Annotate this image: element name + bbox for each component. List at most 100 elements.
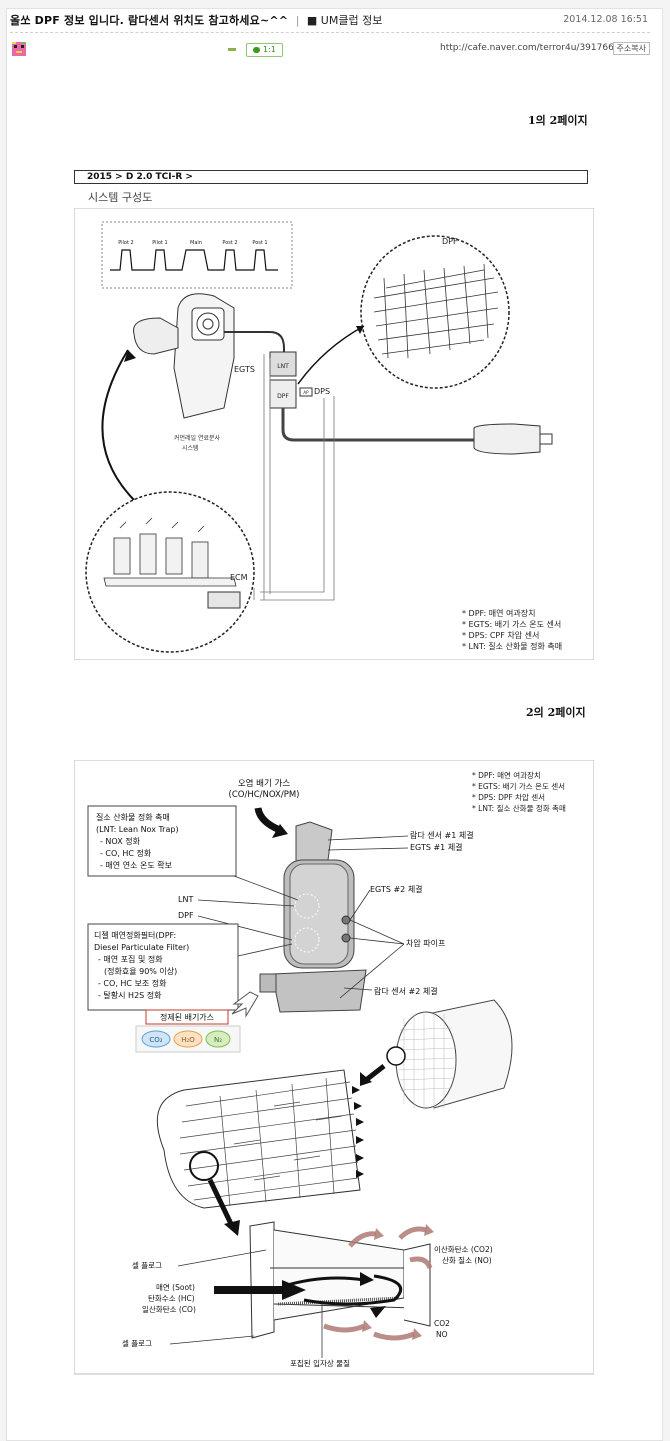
dpf-honeycomb bbox=[373, 263, 499, 359]
pulse-label-pilot1: Pilot 1 bbox=[152, 240, 167, 246]
arrow-to-dpf-zoom bbox=[297, 325, 365, 385]
dpf-info-2: Diesel Particulate Filter) bbox=[94, 943, 189, 952]
note-egts: * EGTS: 배기 가스 온도 센서 bbox=[462, 620, 562, 629]
lambda2-label: 람다 센서 #2 체결 bbox=[374, 986, 438, 996]
system-diagram-title: 시스템 구성도 bbox=[88, 191, 153, 204]
hc-label: 탄화수소 (HC) bbox=[148, 1293, 195, 1303]
dpf-zoom-circle bbox=[360, 235, 510, 389]
co2-chip bbox=[141, 1030, 171, 1048]
dps-label: DPS bbox=[314, 387, 330, 396]
injection-pulse-waveform bbox=[110, 249, 278, 271]
lnt-info-5: - 매연 연소 온도 확보 bbox=[100, 860, 172, 870]
dpf-info-4: (정화효율 90% 이상) bbox=[104, 966, 177, 976]
note2-dpf: * DPF: 매연 여과장치 bbox=[472, 770, 541, 780]
pulse-label-pilot2: Pilot 2 bbox=[118, 240, 133, 246]
muffler bbox=[473, 423, 541, 455]
copy-address-button[interactable]: 주소복사 bbox=[612, 42, 650, 55]
page1-notes: * DPF: 매연 여과장치 * EGTS: 배기 가스 온도 센서 * DPS… bbox=[462, 608, 562, 652]
pressure-pipe-label: 차압 파이프 bbox=[406, 938, 445, 948]
comment-count: 1:1 bbox=[263, 45, 276, 54]
post-url[interactable]: http://cafe.naver.com/terror4u/391766 bbox=[440, 43, 614, 53]
arrow-injectors-to-engine bbox=[101, 349, 135, 501]
exhaust-pipe bbox=[281, 408, 476, 442]
lnt-sensor-spot bbox=[294, 893, 320, 919]
note2-egts: * EGTS: 배기 가스 온도 센서 bbox=[472, 781, 565, 791]
note-lnt: * LNT: 질소 산화물 정화 촉매 bbox=[462, 642, 563, 651]
dpf-zoom-label: DPF bbox=[442, 237, 458, 246]
note2-dps: * DPS: DPF 차압 센서 bbox=[472, 792, 545, 802]
engine-illustration bbox=[133, 293, 285, 419]
cell-plug-label-1: 셀 플로그 bbox=[132, 1260, 162, 1270]
lnt-box-label: LNT bbox=[277, 363, 289, 370]
dpf-box-label: DPF bbox=[277, 393, 289, 400]
note-dpf: * DPF: 매연 여과장치 bbox=[462, 609, 536, 618]
note-dps: * DPS: CPF 차압 센서 bbox=[462, 631, 540, 640]
polluted-gas-label: 오염 배기 가스 bbox=[238, 778, 291, 789]
dps-tag: AP bbox=[303, 390, 309, 395]
pulse-label-post1: Post 1 bbox=[252, 240, 267, 246]
engine-label-1: 커먼레일 연료분사 bbox=[174, 434, 221, 442]
lnt-info-2: (LNT: Lean Nox Trap) bbox=[96, 825, 179, 834]
no-small-label: NO bbox=[436, 1330, 448, 1339]
n2-chip-label: N₂ bbox=[214, 1036, 222, 1044]
lnt-pointer-label: LNT bbox=[178, 895, 193, 904]
member-level-icon bbox=[228, 48, 236, 51]
zoom-arrow-1 bbox=[364, 1064, 386, 1082]
inflow-arrow bbox=[254, 807, 282, 834]
co2-chip-label: CO₂ bbox=[149, 1036, 162, 1044]
post-title[interactable]: 올쏘 DPF 정보 입니다. 람다센서 위치도 참고하세요~^^ bbox=[10, 14, 289, 27]
ecm-label: ECM bbox=[230, 573, 248, 582]
egts1-label: EGTS #1 체결 bbox=[410, 842, 463, 852]
zoom-arrow-2 bbox=[207, 1178, 235, 1228]
post-container bbox=[6, 8, 663, 1441]
heat-release-arrows bbox=[323, 1226, 433, 1341]
title-separator: | bbox=[295, 14, 300, 27]
lnt-canister bbox=[269, 351, 297, 377]
co-label: 일산화탄소 (CO) bbox=[142, 1304, 196, 1314]
page2-label: 2의 2페이지 bbox=[526, 706, 586, 719]
filter-cross-section bbox=[214, 1221, 431, 1339]
no-out-label: 산화 질소 (NO) bbox=[442, 1255, 492, 1265]
clean-gas-label: 정제된 배기가스 bbox=[160, 1012, 214, 1022]
header-divider bbox=[10, 32, 650, 33]
cell-plug-label-2: 셀 플로그 bbox=[122, 1338, 152, 1348]
lnt-info-box bbox=[87, 805, 237, 877]
comment-bubble-icon bbox=[253, 46, 260, 53]
pulse-label-main: Main bbox=[190, 240, 202, 246]
filter-cylinder bbox=[386, 999, 513, 1110]
model-breadcrumb-bar: 2015 > D 2.0 TCI-R > bbox=[74, 170, 588, 184]
co2-small-label: CO2 bbox=[434, 1319, 450, 1328]
lnt-info-3: - NOX 정화 bbox=[100, 836, 141, 846]
note2-lnt: * LNT: 질소 산화물 정화 촉매 bbox=[472, 803, 566, 813]
post-category[interactable]: ■ UM클럽 정보 bbox=[306, 14, 383, 27]
dps-sensor bbox=[299, 387, 313, 397]
egts2-label: EGTS #2 체결 bbox=[370, 884, 423, 894]
dpf-info-3: - 매연 포집 및 정화 bbox=[98, 954, 163, 964]
lnt-info-1: 질소 산화물 정화 촉매 bbox=[96, 812, 170, 822]
outflow-arrow bbox=[231, 991, 259, 1018]
avatar[interactable] bbox=[10, 40, 28, 58]
h2o-chip bbox=[173, 1030, 203, 1048]
lnt-info-4: - CO, HC 정화 bbox=[100, 848, 152, 858]
h2o-chip-label: H₂O bbox=[181, 1036, 195, 1044]
page1-label: 1의 2페이지 bbox=[528, 114, 588, 127]
post-header: 올쏘 DPF 정보 입니다. 람다센서 위치도 참고하세요~^^ | ■ UM클… bbox=[10, 12, 650, 30]
post-meta: 1:1 http://cafe.naver.com/terror4u/39176… bbox=[10, 40, 650, 60]
post-date: 2014.12.08 16:51 bbox=[563, 14, 648, 25]
system-diagram: Pilot 2 Pilot 1 Main Post 2 Post 1 EGTS … bbox=[74, 208, 594, 660]
comment-badge[interactable]: 1:1 bbox=[246, 43, 283, 57]
trapped-particles-label: 포집된 입자상 물질 bbox=[290, 1358, 350, 1368]
dpf-info-box bbox=[87, 923, 239, 1011]
dpf-detail-diagram: * DPF: 매연 여과장치 * EGTS: 배기 가스 온도 센서 * DPS… bbox=[74, 760, 594, 1375]
honeycomb-section bbox=[156, 1069, 364, 1209]
common-rail-injectors bbox=[103, 517, 237, 587]
dpf-info-5: - CO, HC 보조 정화 bbox=[98, 978, 167, 988]
n2-chip bbox=[205, 1030, 231, 1048]
polluted-gas-species: (CO/HC/NOX/PM) bbox=[229, 790, 300, 800]
engine-label-2: 시스템 bbox=[182, 445, 199, 452]
egts-label: EGTS bbox=[234, 365, 255, 374]
dpf-info-1: 디젤 매연정화필터(DPF: bbox=[94, 930, 176, 940]
pulse-label-post2: Post 2 bbox=[222, 240, 237, 246]
ecm-wiring bbox=[253, 354, 335, 601]
dpf-canister-illustration bbox=[259, 821, 367, 1013]
